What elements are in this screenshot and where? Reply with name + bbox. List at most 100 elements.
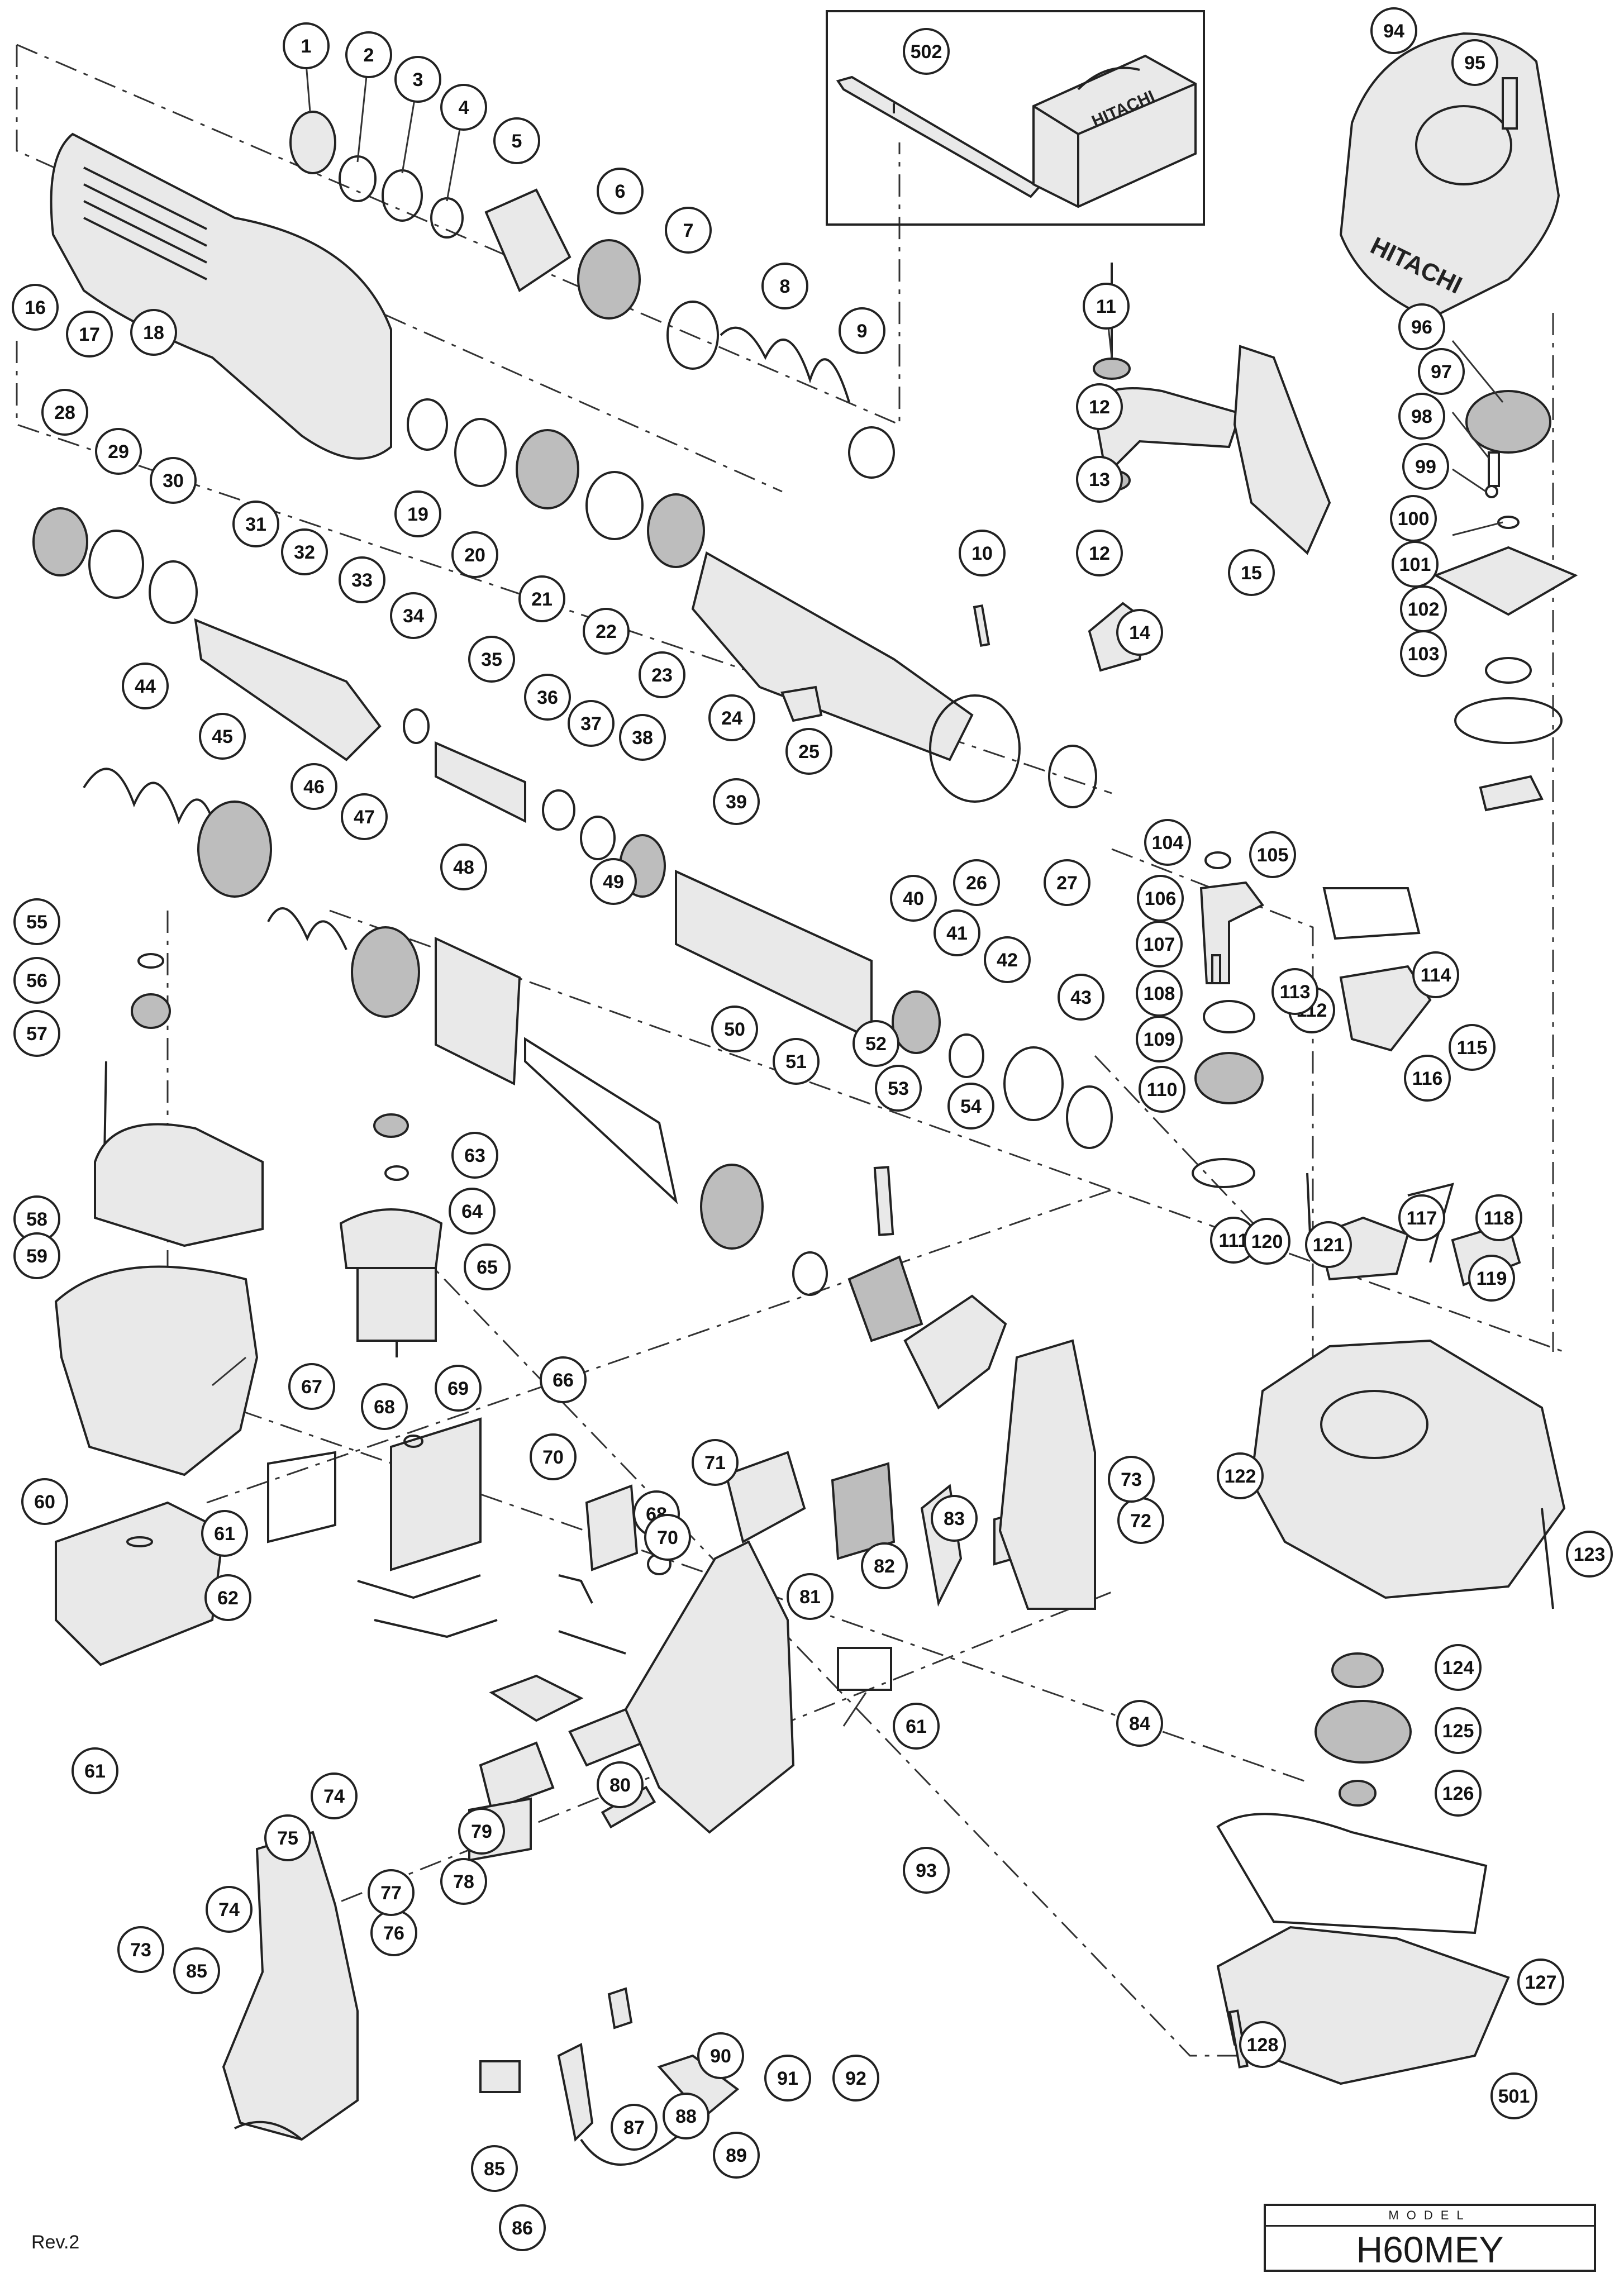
- callout-number: 3: [413, 69, 423, 90]
- callout-circle: [493, 117, 540, 164]
- callout-circle: [449, 1188, 496, 1235]
- callout-number: 113: [1280, 981, 1311, 1003]
- callout-number: 31: [245, 514, 266, 535]
- callout-109: 109: [1136, 1016, 1183, 1062]
- callout-number: 502: [911, 41, 942, 63]
- callout-108: 108: [1136, 970, 1183, 1017]
- callout-number: 88: [675, 2106, 697, 2127]
- callout-number: 81: [799, 1586, 821, 1608]
- callout-number: 86: [512, 2218, 533, 2239]
- callout-circle: [206, 1886, 253, 1933]
- callout-99: 99: [1402, 443, 1449, 490]
- callout-3: 3: [394, 56, 441, 103]
- callout-circle: [21, 1478, 68, 1525]
- callout-circle: [1566, 1531, 1613, 1578]
- callout-75: 75: [264, 1814, 311, 1861]
- callout-circle: [1404, 1055, 1451, 1102]
- callout-119: 119: [1468, 1255, 1515, 1302]
- callout-13: 13: [1076, 456, 1123, 503]
- callout-95: 95: [1451, 39, 1498, 86]
- callout-number: 116: [1412, 1068, 1443, 1089]
- callout-circle: [875, 1065, 922, 1112]
- callout-39: 39: [713, 778, 760, 825]
- handle-parts: [601, 1339, 1096, 1834]
- callout-circle: [540, 1356, 587, 1403]
- accessory-frame: [826, 10, 1205, 226]
- callout-number: 23: [651, 665, 673, 686]
- callout-number: 105: [1257, 845, 1289, 866]
- callout-number: 55: [26, 912, 47, 933]
- callout-110: 110: [1139, 1066, 1185, 1113]
- callout-circle: [41, 389, 88, 436]
- callout-93: 93: [903, 1847, 950, 1894]
- callout-125: 125: [1435, 1707, 1482, 1754]
- callout-120: 120: [1244, 1218, 1290, 1265]
- callout-number: 54: [960, 1096, 982, 1117]
- callout-circle: [903, 1847, 950, 1894]
- callout-number: 62: [217, 1588, 239, 1609]
- callout-number: 37: [580, 713, 602, 735]
- callout-number: 72: [1130, 1510, 1151, 1532]
- callout-73: 73: [117, 1926, 164, 1973]
- callout-circle: [1076, 456, 1123, 503]
- callout-number: 84: [1129, 1713, 1150, 1735]
- callout-number: 106: [1145, 888, 1177, 909]
- callout-number: 19: [407, 504, 428, 525]
- callout-number: 27: [1056, 873, 1078, 894]
- callout-circle: [95, 428, 142, 475]
- callout-number: 57: [26, 1023, 47, 1045]
- callout-24: 24: [708, 694, 755, 741]
- callout-circle: [764, 2055, 811, 2102]
- callout-number: 77: [380, 1883, 402, 1904]
- callout-70: 70: [530, 1433, 577, 1480]
- model-value: H60MEY: [1356, 2229, 1504, 2270]
- callout-circle: [394, 490, 441, 537]
- callout-number: 97: [1431, 361, 1452, 383]
- callout-number: 47: [354, 807, 375, 828]
- callout-11: 11: [1083, 283, 1130, 330]
- callout-number: 83: [944, 1508, 965, 1529]
- callout-number: 30: [163, 470, 184, 492]
- callout-circle: [1136, 921, 1183, 968]
- callout-circle: [1271, 968, 1318, 1015]
- callout-number: 7: [683, 220, 694, 241]
- callout-25: 25: [785, 728, 832, 775]
- callout-6: 6: [597, 168, 644, 215]
- callout-circle: [568, 700, 615, 747]
- callout-46: 46: [290, 763, 337, 810]
- callout-77: 77: [368, 1869, 415, 1916]
- callout-circle: [1137, 875, 1184, 922]
- callout-118: 118: [1475, 1194, 1522, 1241]
- callout-number: 114: [1421, 965, 1451, 986]
- callout-circle: [1412, 951, 1459, 998]
- callout-number: 124: [1442, 1657, 1474, 1679]
- callout-circle: [839, 307, 885, 354]
- callout-number: 104: [1152, 832, 1184, 854]
- callout-number: 39: [726, 792, 747, 813]
- callout-15: 15: [1228, 549, 1275, 596]
- callout-30: 30: [150, 457, 197, 504]
- callout-number: 52: [865, 1033, 887, 1055]
- callout-number: 28: [54, 402, 75, 423]
- callout-9: 9: [839, 307, 885, 354]
- callout-103: 103: [1400, 630, 1447, 677]
- callout-circle: [787, 1573, 834, 1620]
- callout-18: 18: [130, 309, 177, 356]
- second-row-parts: [407, 398, 1097, 808]
- callout-4: 4: [440, 84, 487, 131]
- callout-number: 22: [596, 621, 617, 642]
- gear-housing-parts: [1216, 1339, 1566, 2085]
- callout-41: 41: [934, 909, 980, 956]
- callout-68: 68: [361, 1383, 408, 1430]
- callout-number: 4: [459, 97, 469, 118]
- callout-circle: [281, 528, 328, 575]
- drill-bit-part: [836, 75, 1041, 198]
- callout-number: 92: [845, 2068, 866, 2089]
- callout-number: 109: [1144, 1029, 1175, 1050]
- callout-circle: [947, 1083, 994, 1130]
- callout-circle: [290, 763, 337, 810]
- callout-circle: [311, 1772, 358, 1819]
- callout-circle: [1108, 1456, 1155, 1503]
- callout-circle: [1370, 7, 1417, 54]
- callout-116: 116: [1404, 1055, 1451, 1102]
